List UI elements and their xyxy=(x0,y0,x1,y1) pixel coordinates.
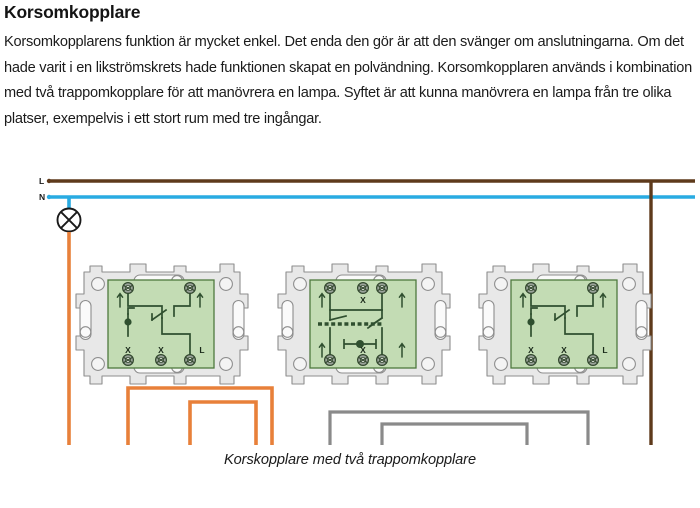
schematic-right xyxy=(530,291,594,357)
terminal-top-3-middle[interactable] xyxy=(376,282,388,294)
lamp-symbol xyxy=(56,207,82,233)
terminal-label-L-left: L xyxy=(199,345,204,355)
article-paragraph: Korsomkopplarens funktion är mycket enke… xyxy=(4,34,692,127)
pivot-dot-right xyxy=(527,318,535,326)
terminal-bottom-3-middle[interactable] xyxy=(376,354,388,366)
live-rail-label: L xyxy=(39,176,44,186)
neutral-rail-label: N xyxy=(39,192,45,202)
terminal-label-x2-right: X xyxy=(561,345,567,355)
live-to-right-switch-L-wire xyxy=(649,181,653,445)
neutral-rail-node xyxy=(46,194,52,200)
left-switch-top-left-traveler xyxy=(128,388,272,445)
terminal-bottom-2-right[interactable] xyxy=(557,354,571,366)
switch-module-middle[interactable]: X X xyxy=(277,263,451,385)
terminal-label-x-top-middle: X xyxy=(360,295,366,305)
terminal-top-1-middle[interactable] xyxy=(324,282,336,294)
live-rail-node xyxy=(46,178,52,184)
live-feed-right-switch xyxy=(649,181,653,445)
lamp-to-left-switch-L-wire xyxy=(67,232,71,445)
terminal-label-x1-right: X xyxy=(528,345,534,355)
terminal-top-left-right[interactable] xyxy=(524,282,538,294)
terminal-top-left[interactable] xyxy=(121,282,134,294)
pivot-dot-left xyxy=(124,318,132,326)
page-title: Korsomkopplare xyxy=(4,2,141,22)
terminal-label-L-right: L xyxy=(602,345,607,355)
terminal-top-2-middle[interactable] xyxy=(357,282,369,294)
terminal-bottom-2[interactable] xyxy=(155,354,167,366)
terminal-bottom-3[interactable] xyxy=(184,354,196,366)
rocker-actuator-middle xyxy=(343,339,377,349)
supply-rails: L N xyxy=(39,176,695,208)
terminal-top-right-right[interactable] xyxy=(586,282,600,294)
diagram-caption: Korskopplare med två trappomkopplare xyxy=(224,452,476,468)
schematic-middle xyxy=(328,291,384,357)
terminal-top-right[interactable] xyxy=(184,282,196,294)
link-wires-grey xyxy=(328,410,590,445)
switch-module-left[interactable]: X X L xyxy=(75,263,249,385)
terminal-bottom-2-middle[interactable] xyxy=(357,354,369,366)
outer-traveler-wire xyxy=(126,386,274,445)
terminal-label-x2-left: X xyxy=(158,345,164,355)
switch-module-right[interactable]: X X L xyxy=(478,263,652,385)
grey-inner-link-wire xyxy=(380,422,529,445)
traveler-wires-orange xyxy=(67,232,274,445)
terminal-label-x-bottom-middle: X xyxy=(360,345,366,355)
inner-traveler-wire xyxy=(188,400,258,445)
grey-outer-link-wire xyxy=(328,410,590,445)
terminal-bottom-1[interactable] xyxy=(121,354,134,366)
terminal-bottom-3-right[interactable] xyxy=(586,354,600,366)
terminal-label-x1-left: X xyxy=(125,345,131,355)
wiring-diagram: L N xyxy=(0,170,700,445)
terminal-bottom-1-middle[interactable] xyxy=(324,354,336,366)
module-body-middle xyxy=(309,279,417,369)
terminal-bottom-1-right[interactable] xyxy=(524,354,538,366)
